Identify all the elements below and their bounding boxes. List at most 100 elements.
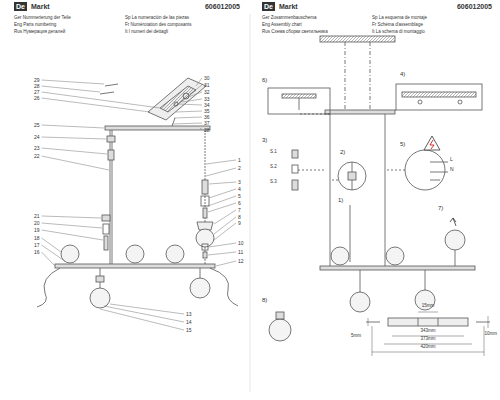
heading: Sp La esquema de montaje bbox=[372, 16, 427, 21]
dimension: 420mm bbox=[420, 345, 435, 350]
article-number: 606012005 bbox=[205, 3, 240, 10]
callout-number: 20 bbox=[34, 221, 40, 226]
callout-number: 32 bbox=[204, 90, 210, 95]
heading: Fr Numérotation des composants bbox=[125, 23, 192, 28]
leader-line bbox=[100, 309, 184, 330]
leader-line bbox=[42, 252, 55, 266]
callout-number: 33 bbox=[204, 97, 210, 102]
terminal-label: L bbox=[450, 157, 453, 162]
callout-number: 4 bbox=[238, 187, 241, 192]
leader-line bbox=[214, 210, 236, 224]
callout-number: 36 bbox=[204, 115, 210, 120]
callout-number: 6 bbox=[238, 201, 241, 206]
article-number: 606012005 bbox=[457, 3, 492, 10]
callout-number: 3 bbox=[238, 180, 241, 185]
leader-line bbox=[42, 238, 61, 252]
leader-line bbox=[188, 92, 202, 97]
leader-line bbox=[42, 216, 101, 218]
callout-number: 24 bbox=[34, 135, 40, 140]
leader-line bbox=[42, 137, 106, 139]
dimension: 15mm bbox=[422, 304, 435, 309]
callout-number: 11 bbox=[238, 250, 243, 255]
heading: Ger Nummerierung der Teile bbox=[14, 16, 71, 21]
callout-number: 27 bbox=[34, 90, 40, 95]
heading: It La schema di montaggio bbox=[372, 30, 425, 35]
dimension: 373mm bbox=[420, 337, 435, 342]
callout-number: 35 bbox=[204, 109, 210, 114]
dimension: 5mm bbox=[351, 334, 361, 339]
step-number: 4) bbox=[400, 71, 405, 77]
leader-line bbox=[172, 123, 202, 124]
logo-text: Markt bbox=[31, 3, 50, 10]
callout-number: 1 bbox=[238, 158, 241, 163]
callout-number: 38 bbox=[204, 128, 210, 133]
callout-number: 29 bbox=[34, 78, 40, 83]
callout-number: 19 bbox=[34, 228, 40, 233]
leader-line bbox=[214, 223, 236, 240]
step-number: 3) bbox=[262, 137, 267, 143]
leader-line bbox=[206, 168, 236, 176]
step-number: 1) bbox=[338, 197, 343, 203]
logo-mark: De bbox=[262, 2, 275, 11]
callout-number: 30 bbox=[204, 76, 210, 81]
leader-line bbox=[42, 156, 109, 170]
logo-text: Markt bbox=[279, 3, 298, 10]
callout-number: 22 bbox=[34, 154, 40, 159]
leader-line bbox=[42, 230, 103, 240]
leader-line bbox=[206, 160, 236, 164]
switch-label: S.1 bbox=[270, 150, 277, 155]
callout-number: 9 bbox=[238, 221, 241, 226]
callout-number: 21 bbox=[34, 214, 40, 219]
leader-line bbox=[208, 252, 236, 255]
leader-line bbox=[42, 125, 104, 128]
callout-number: 18 bbox=[34, 236, 40, 241]
leader-line bbox=[182, 99, 202, 102]
callout-number: 5 bbox=[238, 194, 241, 199]
callout-number: 17 bbox=[34, 243, 40, 248]
callout-number: 31 bbox=[204, 83, 210, 88]
step-number: 7) bbox=[438, 205, 443, 211]
leader-line bbox=[42, 245, 66, 262]
dimension: 10mm bbox=[484, 332, 497, 337]
leader-line bbox=[178, 104, 202, 105]
callout-number: 8 bbox=[238, 215, 241, 220]
callout-number: 26 bbox=[34, 96, 40, 101]
step-number: 2) bbox=[340, 149, 345, 155]
leader-line bbox=[42, 223, 102, 228]
leader-line bbox=[209, 182, 236, 184]
leader-line bbox=[209, 243, 236, 247]
callout-number: 13 bbox=[186, 312, 192, 317]
step-number: 8) bbox=[262, 297, 267, 303]
callout-number: 37 bbox=[204, 121, 210, 126]
heading: Ger Zusammenbauschema bbox=[262, 16, 317, 21]
callout-number: 10 bbox=[238, 241, 244, 246]
terminal-label: N bbox=[450, 167, 454, 172]
callout-number: 14 bbox=[186, 320, 192, 325]
callout-number: 28 bbox=[34, 84, 40, 89]
leader-line bbox=[208, 203, 236, 212]
heading: Sp La numeración de las piezas bbox=[125, 16, 189, 21]
callout-number: 12 bbox=[238, 259, 244, 264]
leader-line bbox=[176, 111, 202, 112]
heading: Fr Schéma d'assemblage bbox=[372, 23, 423, 28]
heading: Rus Нумерация деталей bbox=[14, 30, 65, 35]
switch-label: S.3 bbox=[270, 180, 277, 185]
step-number: 6) bbox=[262, 77, 267, 83]
leader-line bbox=[42, 98, 150, 112]
heading: It I numeri dei dettagli bbox=[125, 30, 168, 35]
leader-line bbox=[209, 189, 236, 198]
logo-mark: De bbox=[14, 2, 27, 11]
callout-number: 7 bbox=[238, 208, 241, 213]
heading: Eng Assembly chart bbox=[262, 23, 302, 28]
callout-number: 23 bbox=[34, 146, 40, 151]
leader-line bbox=[216, 261, 236, 266]
heading: Eng Parts numbering bbox=[14, 23, 56, 28]
leader-line bbox=[174, 117, 202, 118]
callout-number: 25 bbox=[34, 123, 40, 128]
leader-line bbox=[42, 86, 100, 92]
leader-line bbox=[110, 304, 184, 314]
leader-line bbox=[200, 128, 202, 130]
callout-number: 2 bbox=[238, 166, 241, 171]
callout-number: 34 bbox=[204, 103, 210, 108]
